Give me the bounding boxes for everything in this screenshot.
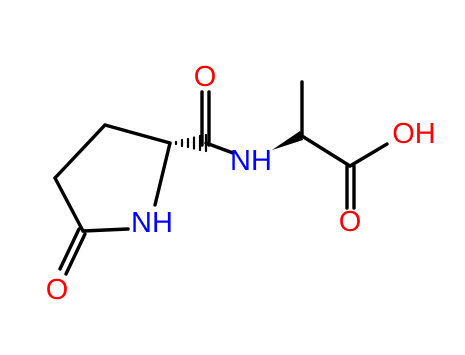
bond-ring-cd-n	[81, 227, 130, 233]
bond-lactam-co-2	[58, 227, 81, 271]
atom-label-nh-ring: NH	[131, 207, 173, 239]
atom-label-oh: OH	[392, 118, 436, 150]
atom-label-nh-amide: NH	[230, 145, 272, 177]
bond-lactam-co-1	[64, 232, 87, 276]
bond-carboxyl-oh	[348, 142, 389, 168]
bond-ca-carboxyl	[300, 134, 352, 168]
atom-label-o-lactam: O	[46, 274, 69, 306]
bond-ring-cb-cg	[53, 123, 107, 180]
bond-ring-ca-cb	[103, 123, 172, 145]
stereo-solid-wedge	[272, 131, 303, 150]
atom-label-o-acid: O	[339, 206, 362, 238]
bond-amide-cn	[204, 141, 235, 155]
stereo-hashed-wedge	[174, 133, 208, 153]
bond-ring-cg-cd	[53, 176, 85, 233]
atom-label-o-amide: O	[194, 61, 217, 93]
bond-ring-n-ca	[153, 141, 172, 207]
